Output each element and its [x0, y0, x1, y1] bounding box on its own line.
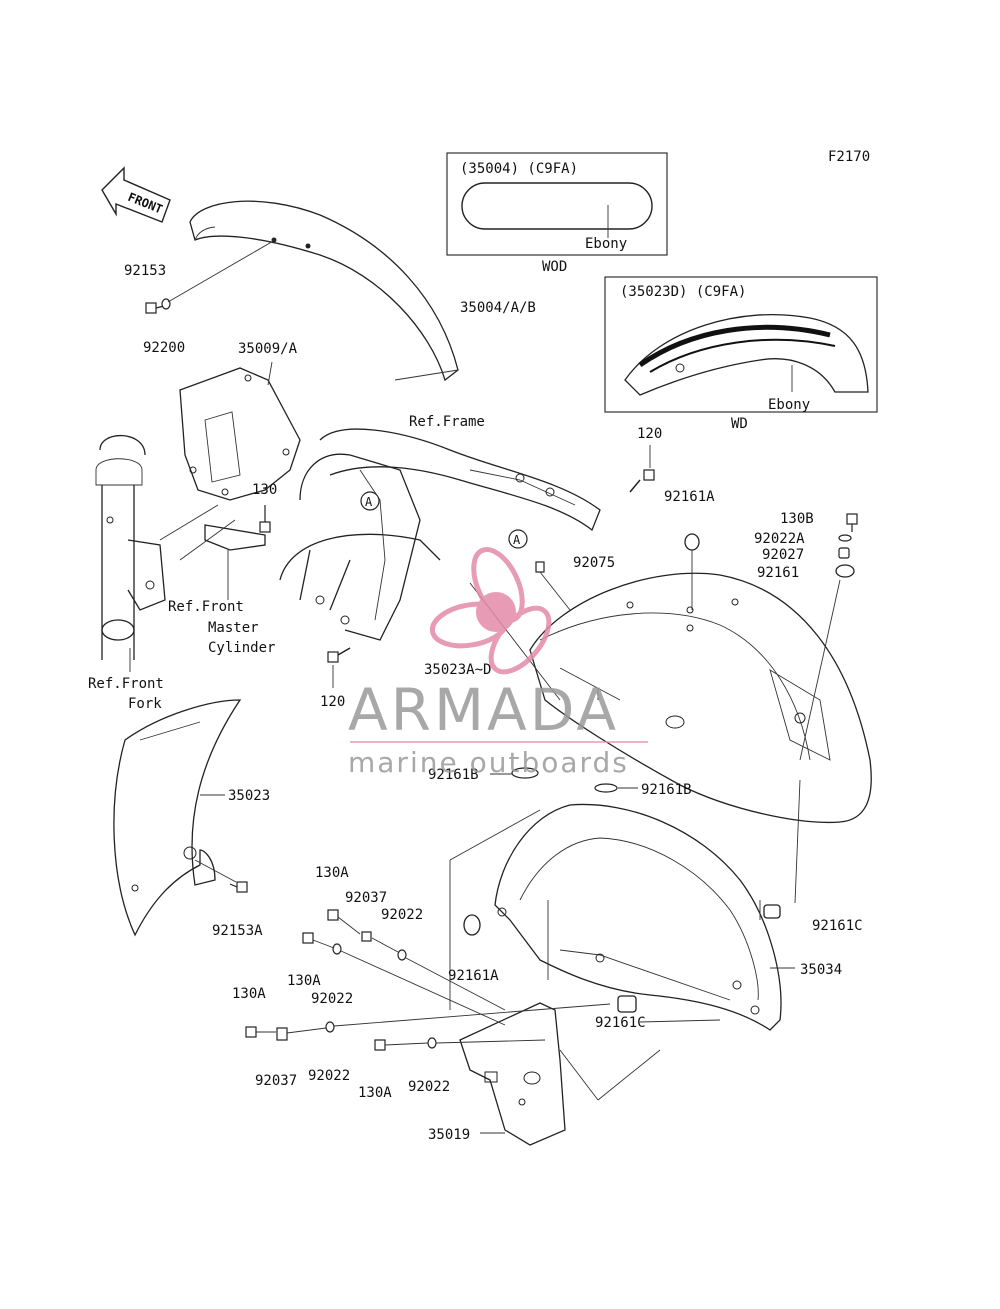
rear-fender-graphic-icon: [624, 314, 869, 396]
bolt-130A-4: [374, 1039, 386, 1051]
watermark: ARMADA marine outboards: [348, 547, 648, 779]
label-92022-4: 92022: [408, 1079, 450, 1095]
label-92037-1: 92037: [345, 890, 387, 906]
bolt-92153A: [229, 881, 248, 893]
hose-clamp: [204, 524, 266, 551]
inset-wd: (35023D) (C9FA) Ebony WD: [604, 276, 878, 432]
label-ref-fork-2: Fork: [128, 696, 162, 712]
front-fork: [95, 434, 166, 660]
inset-wd-header: (35023D) (C9FA): [620, 284, 746, 300]
frame: [279, 428, 601, 641]
label-92022-3: 92022: [308, 1068, 350, 1084]
label-92161B-left: 92161B: [428, 767, 479, 783]
rear-fender: [529, 572, 872, 824]
label-130B: 130B: [780, 511, 814, 527]
marker-a-frame: A: [360, 491, 380, 511]
label-35019: 35019: [428, 1127, 470, 1143]
label-130A-3: 130A: [232, 986, 266, 1002]
label-92161A-lower: 92161A: [448, 968, 499, 984]
bolt-130B: [846, 513, 858, 532]
label-ref-master-3: Cylinder: [208, 640, 275, 656]
washer-92200: [161, 298, 171, 310]
washer-92022-1: [397, 949, 407, 961]
bolt-130A-2: [302, 932, 314, 944]
collar-92027: [838, 547, 850, 559]
label-35004: 35004/A/B: [460, 300, 536, 316]
label-130: 130: [252, 482, 277, 498]
part-labels: 92153 92200 35004/A/B 35009/A Ref.Frame …: [88, 263, 863, 1143]
inset-wd-caption: WD: [731, 416, 748, 432]
label-92161C-bottom: 92161C: [595, 1015, 646, 1031]
grommet-92161B-right: [594, 783, 618, 793]
label-92200: 92200: [143, 340, 185, 356]
grommet-92161A-lower: [463, 914, 481, 936]
inset-wod-color: Ebony: [585, 236, 627, 252]
label-130A-2: 130A: [287, 973, 321, 989]
label-92153: 92153: [124, 263, 166, 279]
collar-92037-2: [276, 1027, 288, 1041]
bolt-130A-1: [327, 909, 339, 921]
svg-text:A: A: [365, 495, 373, 509]
grommet-92161B-left: [511, 767, 539, 779]
label-ref-master-1: Ref.Front: [168, 599, 244, 615]
label-92161B-right: 92161B: [641, 782, 692, 798]
label-120-lower: 120: [320, 694, 345, 710]
figure-code: F2170: [828, 149, 870, 165]
bolt-130: [259, 505, 271, 533]
label-ref-fork-1: Ref.Front: [88, 676, 164, 692]
fender-stripe-icon: [461, 182, 653, 230]
washer-92022-3: [325, 1021, 335, 1033]
inset-wd-color: Ebony: [768, 397, 810, 413]
label-130A-1: 130A: [315, 865, 349, 881]
label-92153A: 92153A: [212, 923, 263, 939]
cushion-92161C-bottom: [617, 995, 637, 1013]
bolt-130A-3: [245, 1026, 257, 1038]
label-92027: 92027: [762, 547, 804, 563]
label-92075: 92075: [573, 555, 615, 571]
front-arrow-icon: FRONT: [101, 166, 171, 223]
inset-wod: (35004) (C9FA) Ebony WOD: [446, 152, 668, 275]
label-92022-1: 92022: [381, 907, 423, 923]
label-ref-frame: Ref.Frame: [409, 414, 485, 430]
marker-a-fender: A: [508, 529, 528, 549]
license-bracket: [459, 1002, 566, 1146]
grommet-92161A-upper: [684, 533, 700, 551]
label-92037-2: 92037: [255, 1073, 297, 1089]
label-92161: 92161: [757, 565, 799, 581]
label-92161A-upper: 92161A: [664, 489, 715, 505]
collar-92037-1: [361, 931, 372, 942]
label-92161C-right: 92161C: [812, 918, 863, 934]
grommet-92161: [835, 564, 855, 578]
front-fender: [189, 200, 459, 382]
washer-92022-4: [427, 1037, 437, 1049]
fender-bracket: [179, 367, 301, 501]
clip-92075: [535, 561, 545, 573]
label-120-upper: 120: [637, 426, 662, 442]
watermark-subtitle: marine outboards: [348, 746, 629, 779]
front-fender-cover: [113, 699, 242, 937]
bolt-92153: [145, 302, 165, 314]
leader-lines: [159, 504, 801, 1101]
inset-wod-caption: WOD: [542, 259, 567, 275]
label-35009: 35009/A: [238, 341, 298, 357]
label-92022-2: 92022: [311, 991, 353, 1007]
label-ref-master-2: Master: [208, 620, 259, 636]
fastener-group-lower: [245, 909, 611, 1051]
propeller-logo-icon: [429, 547, 552, 675]
bolt-120-upper: [629, 469, 655, 493]
label-92022A: 92022A: [754, 531, 805, 547]
washer-92022A: [838, 534, 852, 542]
rear-fender-inner: [494, 803, 782, 1031]
label-35023A-D: 35023A~D: [424, 662, 491, 678]
watermark-title: ARMADA: [348, 676, 619, 744]
cushion-92161C-right: [763, 904, 781, 919]
label-130A-4: 130A: [358, 1085, 392, 1101]
label-35023: 35023: [228, 788, 270, 804]
svg-text:A: A: [513, 533, 521, 547]
bolt-120-lower: [327, 647, 351, 663]
washer-92022-2: [332, 943, 342, 955]
label-35034: 35034: [800, 962, 842, 978]
inset-wod-header: (35004) (C9FA): [460, 161, 578, 177]
